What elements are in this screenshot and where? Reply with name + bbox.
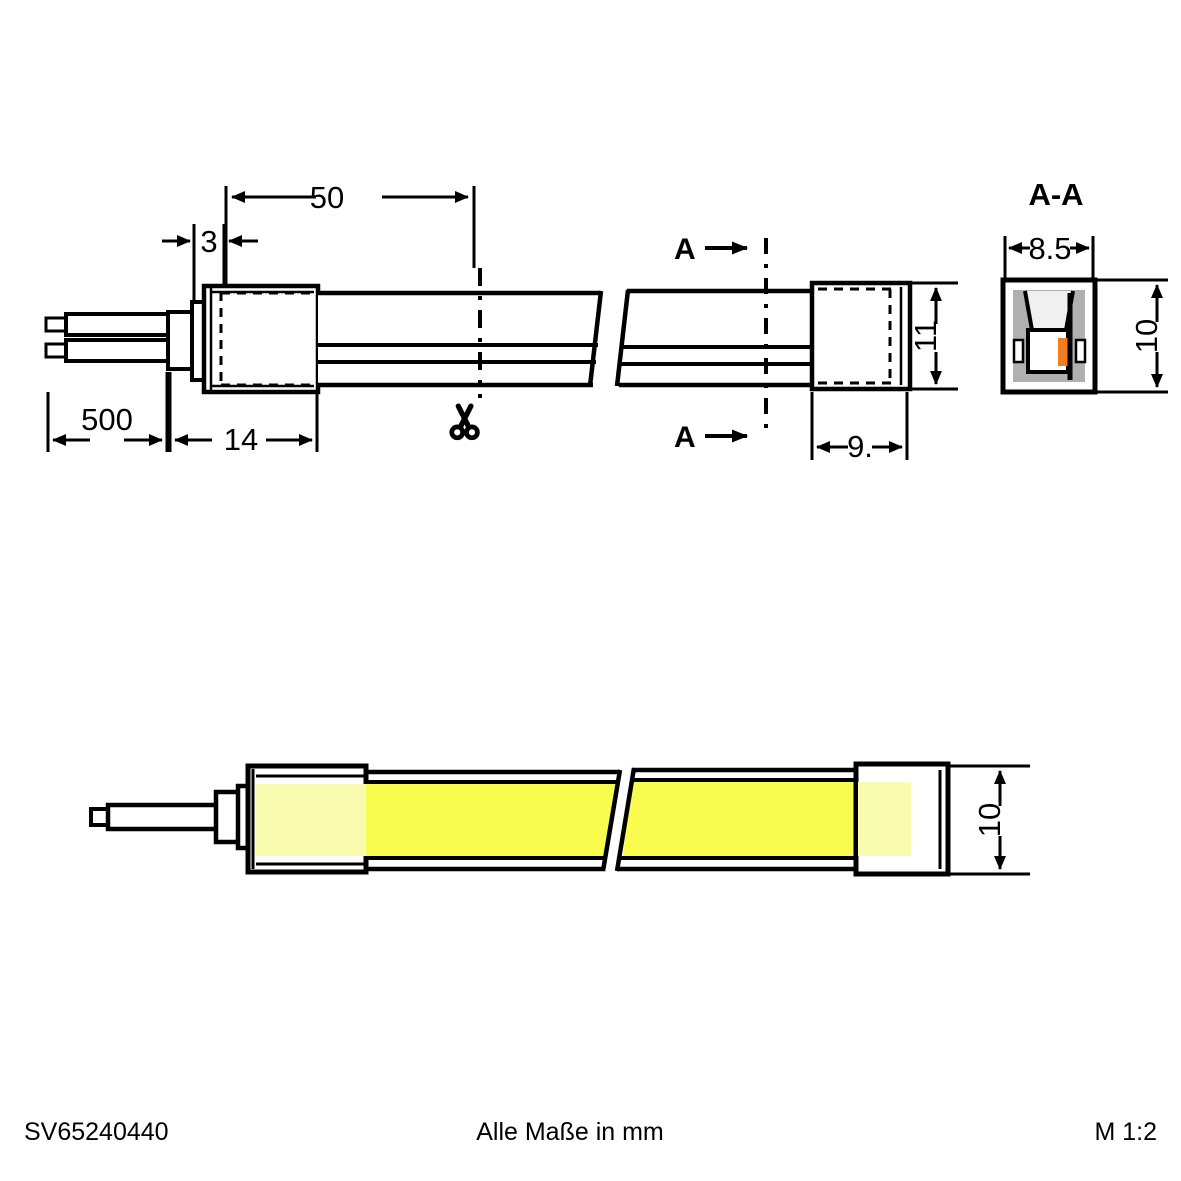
body-left-fill bbox=[318, 293, 600, 385]
profile-notch-right bbox=[1074, 338, 1087, 364]
left-end-cap bbox=[201, 283, 321, 395]
dimension-pitch: 50 bbox=[224, 180, 476, 285]
profile-lens-edge-left bbox=[1023, 290, 1034, 331]
dim-label-9: 9. bbox=[847, 429, 873, 464]
dim-label-10s: 10 bbox=[1129, 319, 1164, 353]
dimension-gap: 3 bbox=[162, 224, 258, 300]
front-right-end-cap bbox=[853, 761, 951, 877]
dimension-end-cap: 9. bbox=[810, 392, 909, 464]
wire-lower bbox=[64, 338, 171, 363]
front-right-cap-glow bbox=[858, 782, 911, 856]
profile-led-orange bbox=[1058, 338, 1069, 366]
body-right-segment bbox=[614, 288, 814, 388]
dim-label-11: 11 bbox=[908, 320, 943, 352]
body-left-segment bbox=[316, 290, 604, 388]
right-end-cap bbox=[809, 280, 913, 392]
right-cap-outline bbox=[809, 280, 913, 392]
dim-label-14: 14 bbox=[224, 422, 258, 457]
front-body-left bbox=[364, 769, 623, 872]
dim-label-500: 500 bbox=[81, 402, 133, 437]
dimension-lead-length: 500 bbox=[46, 372, 169, 452]
front-body-left-fill bbox=[366, 784, 615, 856]
break-line-left bbox=[587, 290, 604, 387]
body-right-fill bbox=[619, 291, 812, 385]
strain-relief bbox=[166, 310, 196, 371]
wire-leads bbox=[44, 300, 210, 382]
dim-label-50: 50 bbox=[310, 180, 344, 215]
dim-label-3: 3 bbox=[200, 224, 217, 259]
dim-label-85: 8.5 bbox=[1028, 231, 1071, 266]
scissors-icon bbox=[449, 403, 480, 441]
break-line-right bbox=[614, 289, 631, 387]
section-title-aa: A-A bbox=[1028, 177, 1083, 212]
dimension-cap-length: 14 bbox=[168, 372, 319, 457]
profile-notch-left bbox=[1012, 338, 1025, 364]
section-view-aa: A-A 8.5 10 bbox=[1000, 177, 1168, 395]
front-view: 10 bbox=[89, 761, 1030, 877]
dimension-height-11: 11 bbox=[905, 281, 958, 391]
front-left-end-cap bbox=[245, 763, 369, 875]
dimension-front-height: 10 bbox=[950, 764, 1030, 876]
footer-units-note: Alle Maße in mm bbox=[476, 1118, 664, 1146]
section-mark-lower: A bbox=[674, 421, 748, 454]
top-view: A A 50 3 500 bbox=[44, 180, 958, 464]
front-left-cap-glow bbox=[256, 784, 366, 856]
dimension-section-width: 8.5 bbox=[1003, 231, 1095, 279]
wire-upper bbox=[64, 312, 171, 337]
front-break-left bbox=[600, 769, 623, 872]
section-mark-upper: A bbox=[674, 233, 748, 266]
footer-scale: M 1:2 bbox=[1094, 1118, 1157, 1146]
dimension-section-height: 10 bbox=[1097, 278, 1168, 394]
section-letter-lower: A bbox=[674, 421, 696, 454]
profile-lens bbox=[1025, 291, 1073, 330]
footer: SV65240440 Alle Maße in mm M 1:2 bbox=[24, 1118, 1157, 1146]
front-wire bbox=[105, 802, 221, 832]
dim-label-10f: 10 bbox=[972, 803, 1007, 837]
front-body-right bbox=[614, 767, 858, 872]
section-letter-upper: A bbox=[674, 233, 696, 266]
front-break-right bbox=[614, 767, 637, 872]
front-body-right-fill bbox=[623, 782, 856, 856]
footer-part-number: SV65240440 bbox=[24, 1118, 169, 1146]
